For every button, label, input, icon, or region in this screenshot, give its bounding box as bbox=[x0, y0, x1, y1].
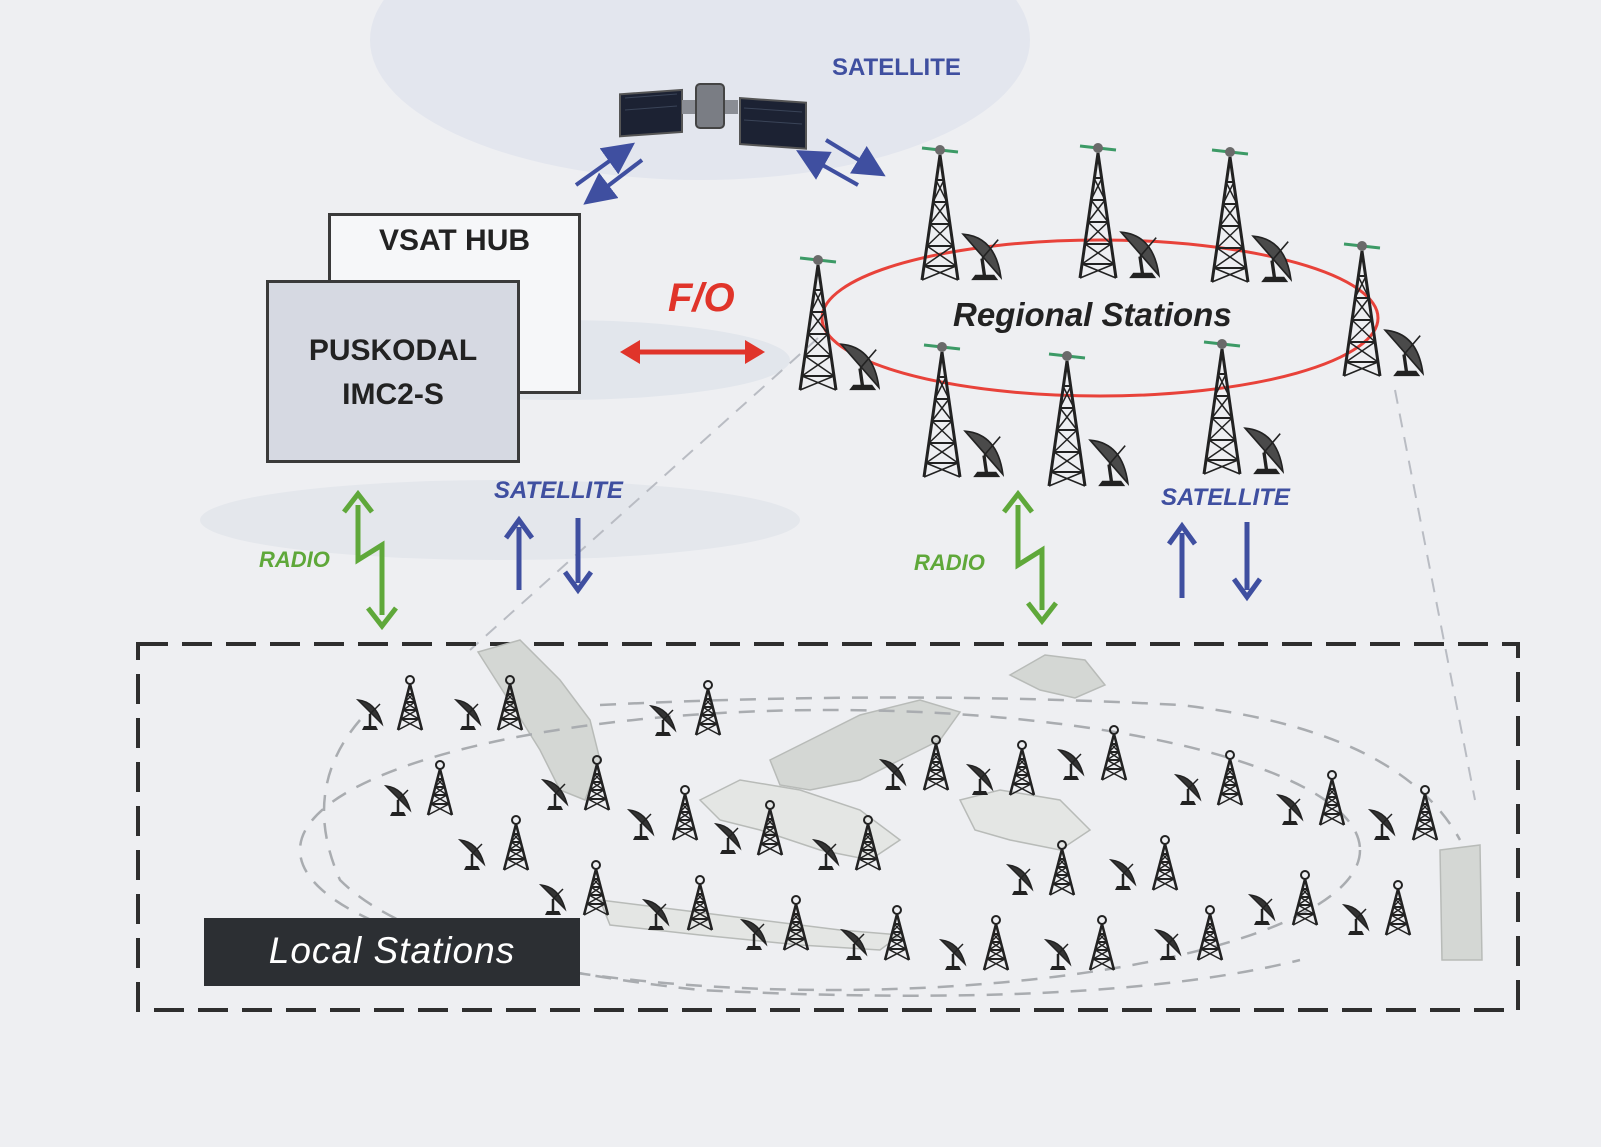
puskodal-box bbox=[266, 280, 520, 463]
satellite-icon bbox=[619, 83, 807, 150]
satellite-top-label: SATELLITE bbox=[832, 54, 961, 81]
local-stations-frame bbox=[136, 642, 1520, 1012]
regional-tower bbox=[1047, 349, 1130, 488]
regional-stations-label: Regional Stations bbox=[953, 296, 1232, 333]
satellite-link-right bbox=[1166, 521, 1263, 602]
regional-tower bbox=[922, 340, 1005, 479]
regional-tower bbox=[1342, 239, 1425, 378]
projection-lines bbox=[469, 337, 1476, 801]
fiber-optic-link bbox=[620, 340, 765, 364]
vsat-hub-label: VSAT HUB bbox=[378, 224, 531, 257]
satellite-right-label: SATELLITE bbox=[1161, 484, 1290, 511]
fo-label: F/O bbox=[668, 276, 735, 320]
puskodal-label-line1: PUSKODAL bbox=[308, 334, 478, 367]
puskodal-label-line2: IMC2-S bbox=[342, 378, 444, 411]
radio-link-left bbox=[342, 489, 398, 631]
radio-left-label: RADIO bbox=[259, 547, 330, 572]
regional-ring bbox=[820, 238, 1380, 398]
regional-satellite-link bbox=[796, 138, 886, 187]
hub-satellite-link bbox=[574, 142, 644, 205]
satellite-left-label: SATELLITE bbox=[494, 477, 623, 504]
regional-tower bbox=[1202, 337, 1285, 476]
local-stations-label: Local Stations bbox=[268, 930, 516, 971]
satellite-link-left bbox=[503, 515, 594, 595]
wave-band bbox=[200, 480, 800, 560]
coverage-outline bbox=[298, 696, 1462, 997]
regional-tower bbox=[920, 143, 1003, 282]
regional-tower bbox=[1210, 145, 1293, 284]
radio-right-label: RADIO bbox=[914, 550, 985, 575]
regional-tower bbox=[1078, 141, 1161, 280]
local-stations-badge bbox=[204, 918, 580, 986]
radio-link-right bbox=[1002, 489, 1058, 626]
